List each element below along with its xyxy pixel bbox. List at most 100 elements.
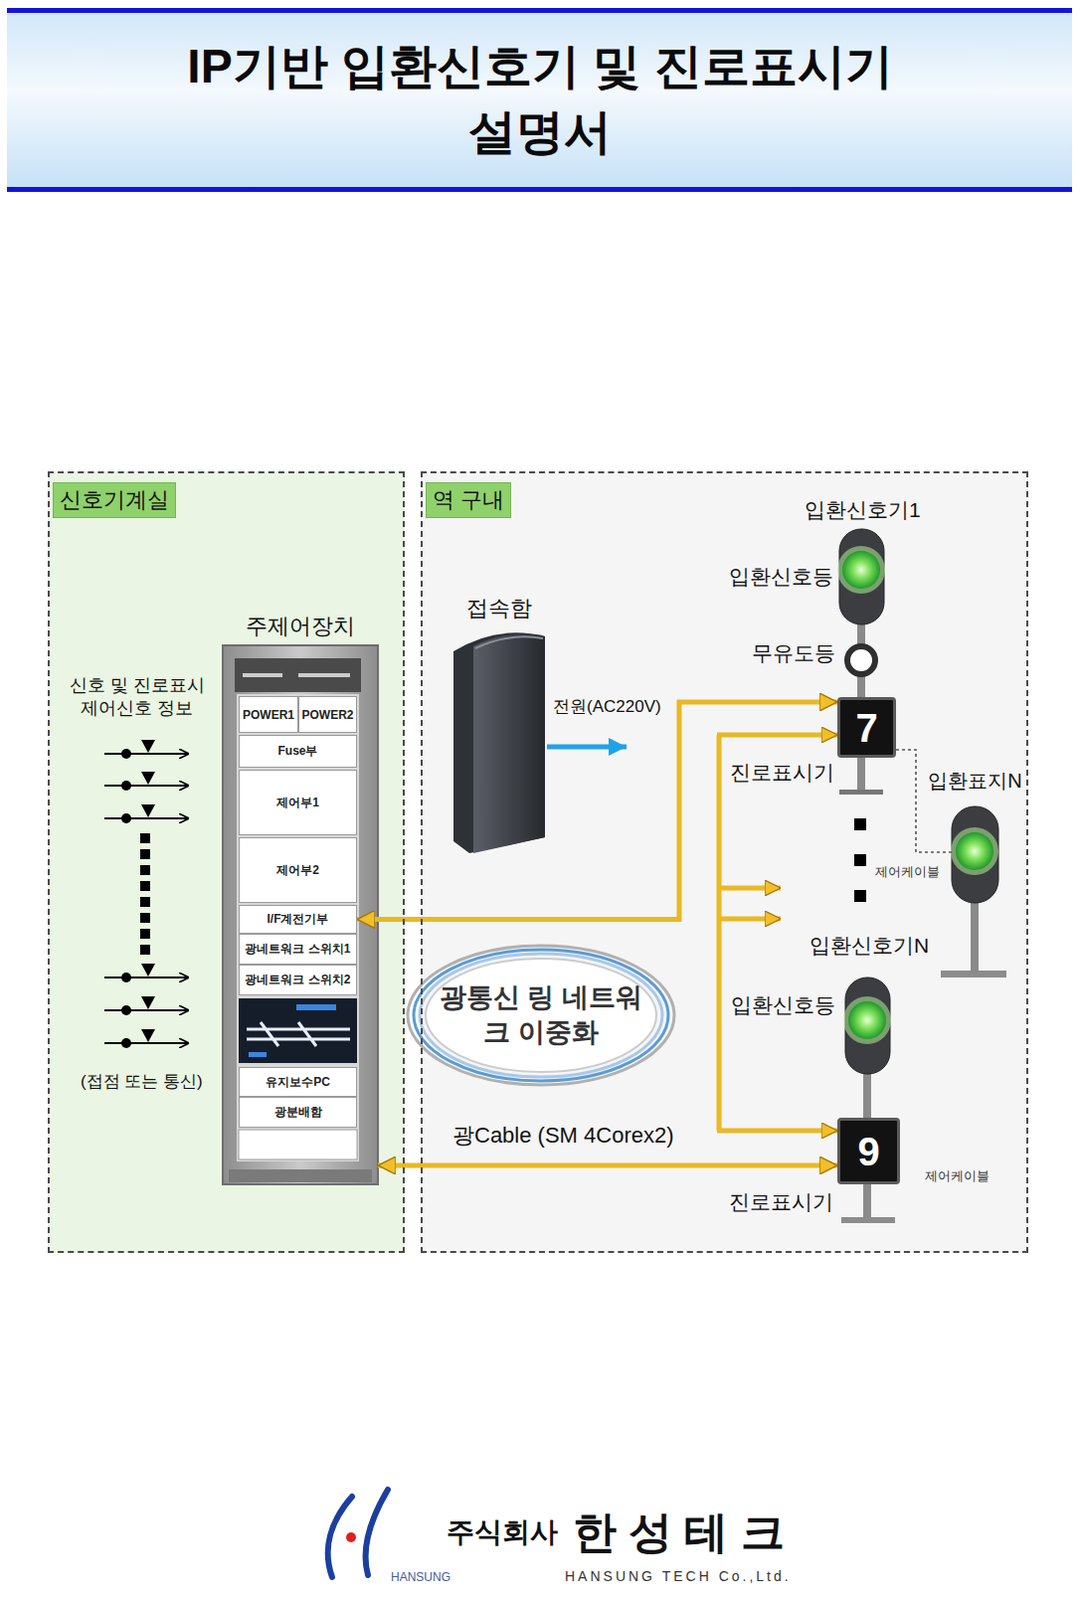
signal-input-symbols — [121, 813, 132, 824]
module-label: Fuse부 — [277, 742, 318, 760]
signal-input-symbols — [121, 1005, 132, 1016]
part-label: 무유도등 — [751, 640, 836, 667]
part-label: 진로표시기 — [728, 1189, 834, 1216]
junction-box-heading: 접속함 — [466, 595, 533, 622]
distribution-bus — [717, 1128, 838, 1134]
junction-box: 접속함 — [451, 627, 546, 854]
region-tab-label: 신호기계실 — [52, 482, 177, 519]
signal-input-symbols — [104, 739, 189, 1049]
shunting-signal-1 — [857, 755, 866, 792]
control-info-label: 신호 및 진로표시 제어신호 정보 — [62, 674, 212, 720]
signal-input-symbols — [121, 748, 132, 759]
shunting-signal-1 — [837, 545, 886, 594]
module-label: 광분배함 — [274, 1103, 323, 1121]
cabinet-frame — [296, 1004, 337, 1011]
junction-box-drawing — [453, 632, 545, 854]
cabinet-module: POWER2 — [298, 696, 358, 733]
shunting-signal-n — [863, 1182, 872, 1219]
company-name: 한 성 테 크 — [572, 1504, 785, 1560]
distribution-bus — [717, 732, 838, 738]
ring-network-ellipse — [407, 945, 675, 1085]
signal-input-symbols — [104, 1042, 189, 1045]
company-type: 주식회사 — [446, 1514, 558, 1550]
cabinet-module: Fuse부 — [238, 734, 358, 768]
title-band — [6, 7, 1073, 192]
cabinet-heading: 주제어장치 — [245, 613, 356, 640]
cabinet-frame — [248, 1052, 267, 1058]
module-label: POWER2 — [301, 708, 354, 722]
continuation-dots — [854, 890, 867, 902]
distribution-bus — [717, 886, 781, 892]
cabinet-module: 제어부2 — [238, 837, 358, 903]
connector — [357, 702, 838, 920]
cabinet-module: 광네트워크 스위치2 — [238, 964, 358, 996]
part-label: 입환신호등 — [730, 992, 836, 1019]
module-label: I/F계전기부 — [267, 910, 330, 928]
shunting-signal-1 — [839, 789, 884, 795]
module-label: 광네트워크 스위치1 — [244, 940, 351, 958]
distribution-bus — [717, 734, 838, 1131]
cabinet-frame — [236, 694, 360, 1162]
cabinet-module: 제어부1 — [238, 769, 358, 836]
shunting-signal-1 — [842, 550, 881, 589]
signal-input-symbols — [141, 771, 156, 785]
cabinet-module: I/F계전기부 — [238, 904, 358, 934]
cable-label: 제어케이블 — [924, 1168, 990, 1185]
region-fill — [47, 471, 1029, 1254]
company-logo — [328, 1489, 388, 1578]
signal-input-symbols — [141, 996, 156, 1010]
cabinet-frame — [298, 673, 351, 678]
power-arrow — [546, 746, 627, 748]
part-label: 입환신호등 — [728, 563, 834, 590]
continuation-dots — [854, 818, 867, 902]
contact-note: (접점 또는 통신) — [80, 1071, 203, 1092]
route-number: 9 — [857, 1131, 880, 1172]
cabinet-frame — [222, 645, 378, 1185]
region-tab-label: 역 구내 — [425, 482, 512, 519]
cabinet-frame — [246, 1022, 351, 1047]
module-label: 광네트워크 스위치2 — [244, 971, 351, 989]
shunting-signal-n — [841, 977, 896, 1224]
sign-heading: 입환표지N — [927, 768, 1022, 793]
title-band — [6, 7, 1073, 13]
region-fill — [420, 471, 1029, 1254]
ring-network-label: 광통신 링 네트워크 이중화 — [434, 980, 649, 1051]
cabinet-module: 광네트워크 스위치1 — [238, 933, 358, 965]
junction-box-drawing — [453, 632, 545, 854]
connector — [896, 749, 952, 853]
connector-line — [377, 1163, 838, 1169]
shunting-signal-n — [848, 1001, 887, 1040]
ring-network-ellipse — [425, 958, 657, 1073]
shunting-sign-n — [950, 827, 999, 876]
route-number: 7 — [855, 708, 878, 748]
main-control-cabinet: 주제어장치POWER1POWER2Fuse부제어부1제어부2I/F계전기부광네트… — [222, 645, 378, 1185]
signal-input-symbols — [141, 963, 156, 977]
cabinet-frame — [242, 673, 283, 678]
signal-input-symbols — [121, 780, 132, 791]
module-label: 제어부1 — [276, 794, 320, 812]
ring-network-ellipse — [413, 949, 669, 1081]
signal-input-symbols — [104, 784, 189, 787]
shunting-signal-n — [843, 996, 892, 1045]
cabinet-frame — [222, 645, 378, 1185]
distribution-bus — [717, 734, 722, 1131]
route-indicator: 9 — [837, 1117, 900, 1185]
signal-input-symbols — [104, 817, 189, 820]
power-label: 전원(AC220V) — [552, 696, 662, 718]
signal-input-symbols — [104, 976, 189, 979]
cabinet-module: 광분배함 — [238, 1096, 358, 1128]
power-arrow — [546, 744, 627, 750]
connector-line — [357, 702, 838, 920]
signal-input-symbols — [141, 739, 156, 753]
module-label: 유지보수PC — [265, 1074, 331, 1091]
module-label: 제어부2 — [276, 862, 320, 880]
route-indicator: 7 — [837, 697, 897, 758]
connector-label: 광Cable (SM 4Corex2) — [449, 1121, 678, 1150]
company-logo — [346, 1532, 357, 1543]
title-band — [6, 186, 1073, 192]
cabinet-frame — [234, 658, 361, 693]
junction-box-drawing — [473, 634, 545, 854]
area-region: 신호기계실주제어장치POWER1POWER2Fuse부제어부1제어부2I/F계전… — [47, 471, 405, 1254]
part-label: 진로표시기 — [729, 759, 835, 786]
